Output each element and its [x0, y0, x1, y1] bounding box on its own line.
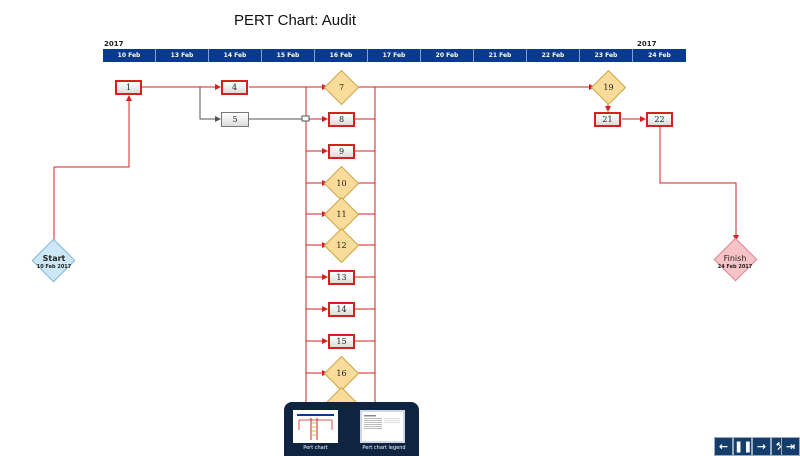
exit-icon[interactable]: ⇥	[781, 437, 800, 456]
milestone-label: 16	[336, 369, 347, 378]
arrow-left-icon[interactable]: ←	[714, 437, 733, 456]
arrow-right-icon[interactable]: →	[752, 437, 771, 456]
slide-thumbnail-pert-chart[interactable]	[293, 410, 338, 443]
slide-navigator: Pert chart Pert chart legend	[284, 402, 419, 456]
task-node[interactable]: 15	[328, 334, 355, 349]
finish-date: 24 Feb 2017	[717, 264, 753, 270]
timeline-bar: 10 Feb 13 Feb 14 Feb 15 Feb 16 Feb 17 Fe…	[103, 49, 686, 62]
timeline-date: 13 Feb	[156, 49, 209, 62]
timeline-date: 14 Feb	[209, 49, 262, 62]
timeline-date: 16 Feb	[315, 49, 368, 62]
finish-label: Finish	[723, 254, 747, 263]
task-node[interactable]: 13	[328, 270, 355, 285]
milestone-label: 12	[336, 241, 347, 250]
start-date: 10 Feb 2017	[36, 264, 72, 270]
pause-icon[interactable]: ❚❚	[733, 437, 752, 456]
edge-22-finish	[659, 127, 739, 241]
timeline-date: 20 Feb	[421, 49, 474, 62]
start-label-group: Start 10 Feb 2017	[24, 254, 84, 272]
milestone-label: 10	[336, 179, 347, 188]
chart-title: PERT Chart: Audit	[233, 12, 356, 29]
task-node[interactable]: 5	[221, 112, 249, 127]
timeline-date: 15 Feb	[262, 49, 315, 62]
task-node[interactable]: 4	[221, 80, 248, 95]
start-label: Start	[42, 254, 66, 263]
milestone-label: 19	[603, 83, 614, 92]
year-label-left: 2017	[104, 40, 124, 48]
edge-start-1	[53, 95, 132, 242]
slide-thumbnail-label: Pert chart legend	[362, 445, 406, 451]
task-node[interactable]: 9	[328, 144, 355, 159]
milestone-label: 11	[336, 210, 347, 219]
task-node[interactable]: 21	[594, 112, 621, 127]
timeline-date: 21 Feb	[474, 49, 527, 62]
finish-label-group: Finish 24 Feb 2017	[705, 254, 765, 272]
timeline-date: 23 Feb	[580, 49, 633, 62]
timeline-date: 10 Feb	[103, 49, 156, 62]
timeline-date: 17 Feb	[368, 49, 421, 62]
task-node[interactable]: 8	[328, 112, 355, 127]
edge-1-5	[199, 87, 221, 122]
pert-legend-thumbnail-icon	[364, 415, 400, 429]
year-label-right: 2017	[637, 40, 657, 48]
task-node[interactable]: 22	[646, 112, 673, 127]
slide-thumbnail-label: Pert chart	[303, 445, 328, 451]
pert-chart-thumbnail-icon	[297, 414, 334, 440]
task-node[interactable]: 1	[115, 80, 142, 95]
slide-thumbnail-pert-legend[interactable]	[360, 410, 405, 443]
timeline-date: 22 Feb	[527, 49, 580, 62]
milestone-label: 7	[338, 83, 345, 92]
timeline-date: 24 Feb	[648, 52, 671, 59]
task-node[interactable]: 14	[328, 302, 355, 317]
